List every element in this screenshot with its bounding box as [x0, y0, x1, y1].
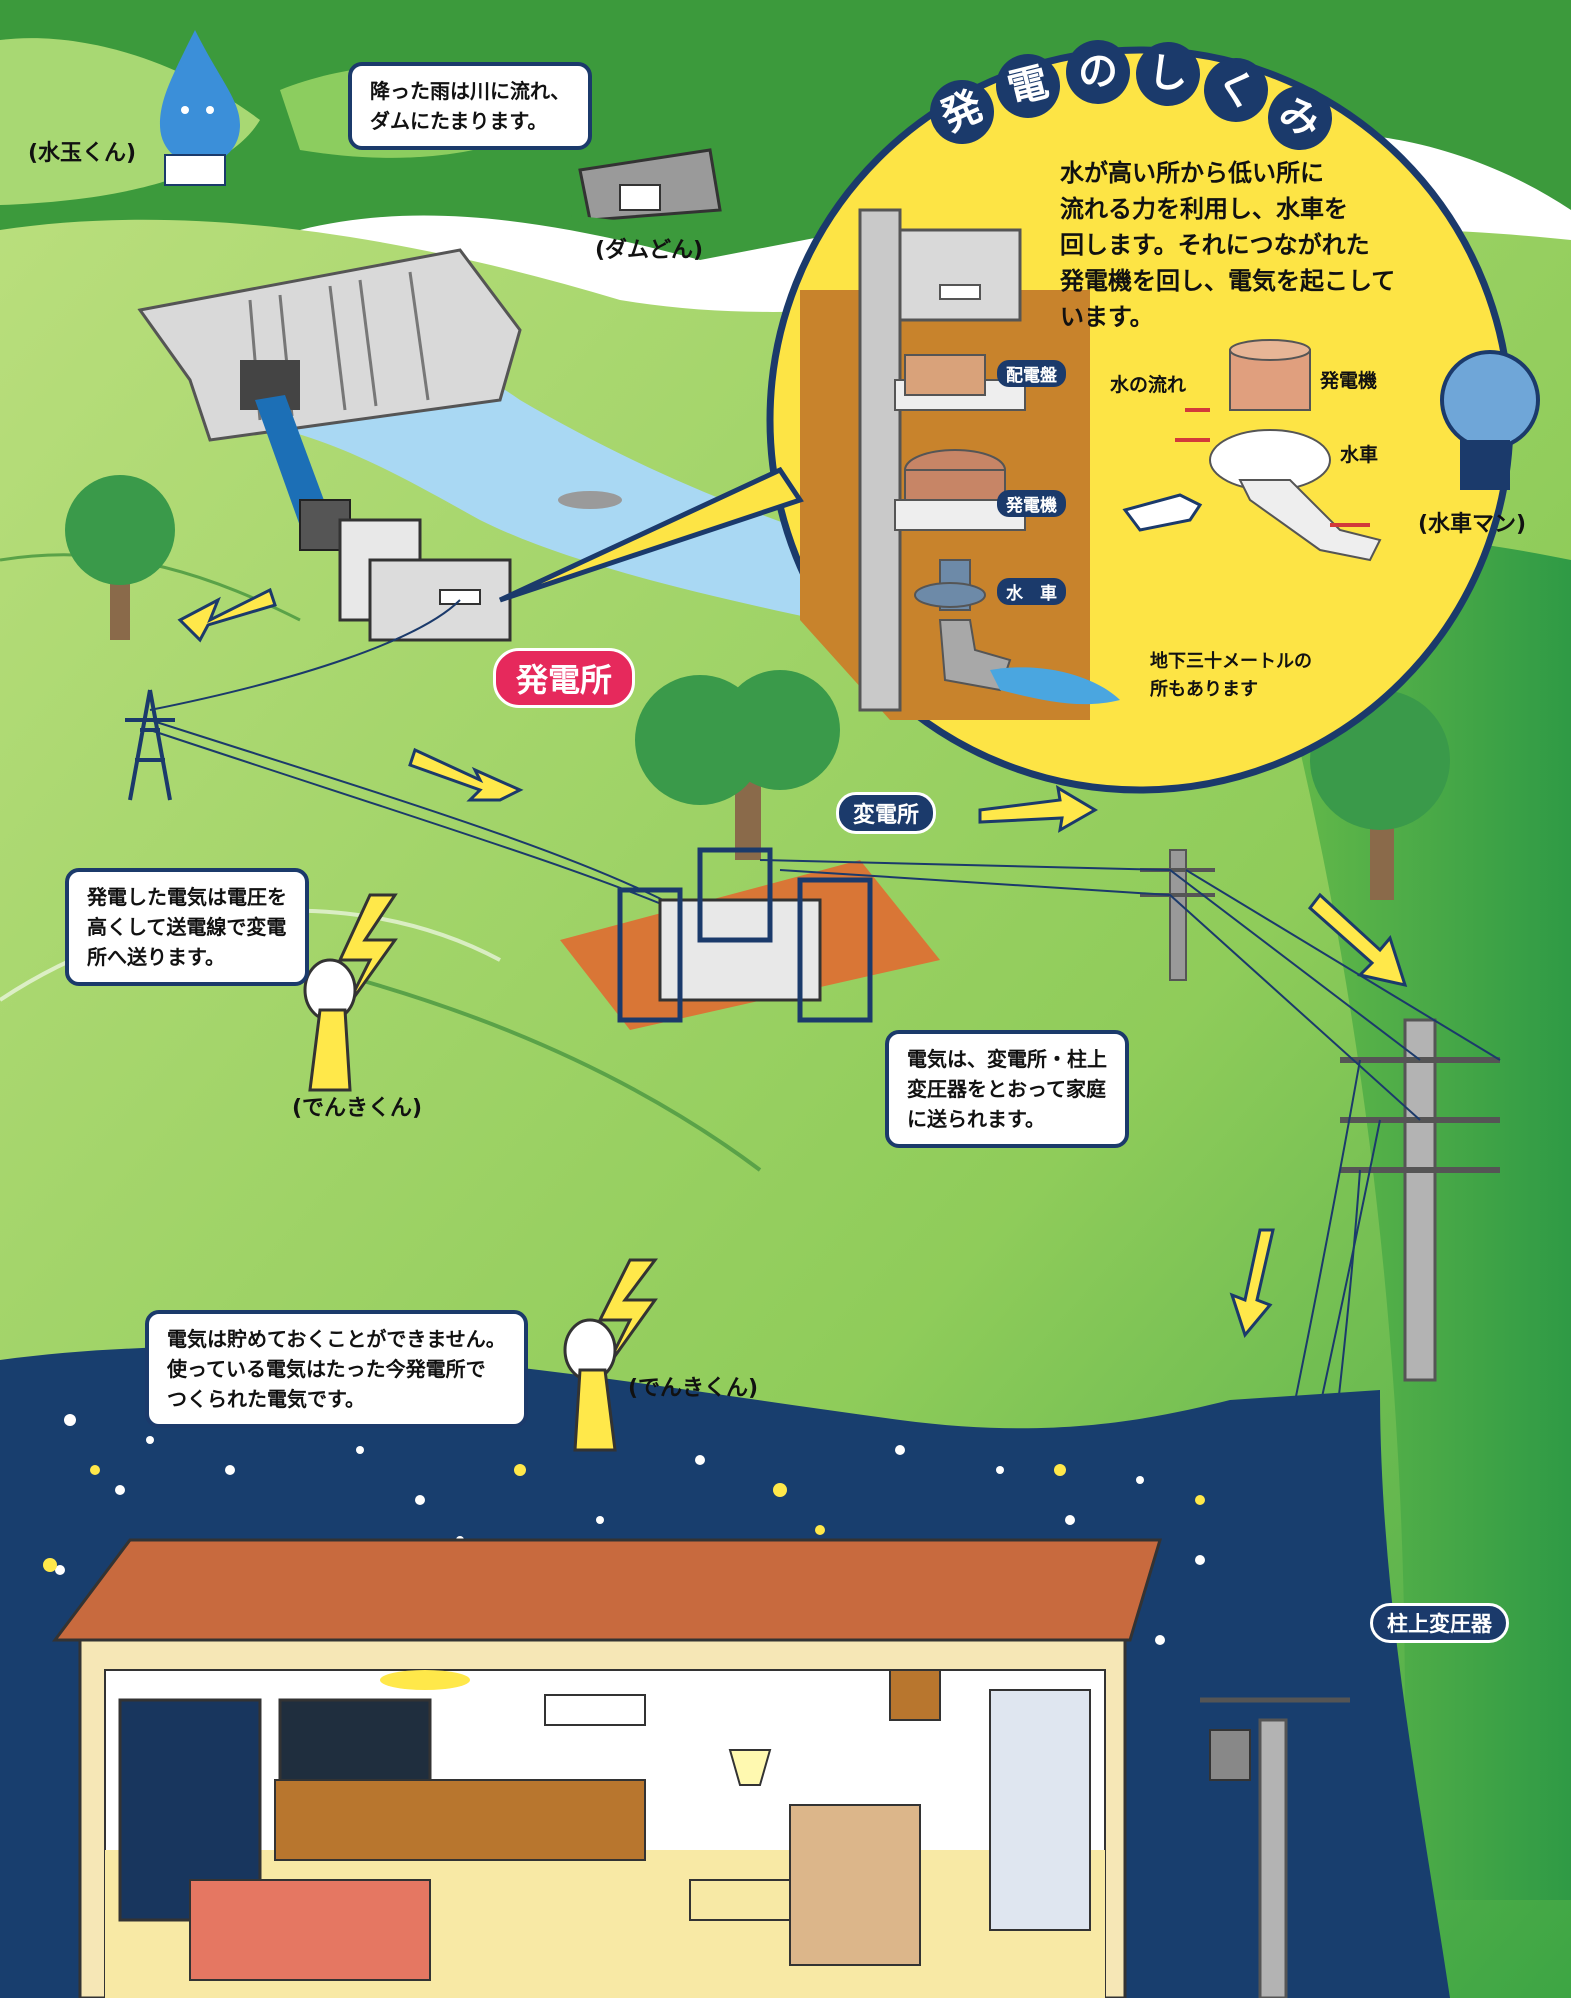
pole-transformer — [1200, 1697, 1350, 1998]
utility-pole-large — [1340, 1018, 1500, 1382]
stars — [55, 1414, 1205, 1645]
label-denki-2: (でんきくん) — [628, 1376, 759, 1401]
underground-note-line: 地下三十メートルの — [1150, 651, 1312, 672]
mechanism-title: 発 電 の し く み — [919, 37, 1350, 161]
bubble-rain: 降った雨は川に流れ、 ダムにたまります。 — [348, 62, 593, 150]
mechanism-panel — [766, 46, 1540, 794]
bubble-distribution-line: 電気は、変電所・柱上 — [907, 1047, 1107, 1071]
label-diagram-generator: 発電機 — [1320, 370, 1378, 392]
mechanism-title-char: み — [1257, 75, 1343, 161]
tree-substation — [635, 670, 840, 860]
label-water-flow: 水の流れ — [1110, 374, 1187, 396]
bubble-distribution-line: に送られます。 — [907, 1107, 1045, 1131]
tree-left — [65, 475, 175, 640]
label-denki-1: (でんきくん) — [292, 1096, 423, 1121]
label-power-station: 発電所 — [493, 648, 636, 708]
fish — [558, 491, 622, 509]
underground-note-line: 所もあります — [1150, 679, 1258, 700]
power-station-building — [338, 518, 512, 642]
mechanism-title-char: 発 — [919, 69, 1005, 155]
bubble-storage-line: 電気は貯めておくことができません。 — [167, 1327, 506, 1351]
label-waterwheel-man: (水車マン) — [1418, 512, 1527, 537]
bubble-distribution: 電気は、変電所・柱上 変圧器をとおって家庭 に送られます。 — [885, 1030, 1129, 1148]
flow-arrows — [177, 587, 1408, 1339]
bubble-storage-line: つくられた電気です。 — [167, 1387, 365, 1411]
bubble-distribution-line: 変圧器をとおって家庭 — [907, 1077, 1106, 1101]
bubble-storage-line: 使っている電気はたった今発電所で — [167, 1357, 486, 1381]
mechanism-description-line: 流れる力を利用し、水車を — [1060, 195, 1348, 223]
label-substation: 変電所 — [836, 792, 937, 834]
bubble-transmission-line: 発電した電気は電圧を — [87, 885, 287, 909]
mechanism-description-line: 水が高い所から低い所に — [1060, 159, 1324, 187]
label-water-drop: (水玉くん) — [28, 141, 137, 166]
tag-switchboard: 配電盤 — [997, 360, 1066, 387]
mechanism-title-char: 電 — [989, 47, 1067, 125]
bubble-transmission: 発電した電気は電圧を 高くして送電線で変電 所へ送ります。 — [65, 868, 309, 986]
mechanism-description-line: います。 — [1060, 303, 1154, 331]
house — [52, 1538, 1163, 1998]
bubble-rain-line: 降った雨は川に流れ、 — [370, 79, 571, 103]
mechanism-pointer — [498, 466, 804, 603]
bubble-transmission-line: 所へ送ります。 — [87, 945, 225, 969]
bubble-storage: 電気は貯めておくことができません。 使っている電気はたった今発電所で つくられた… — [145, 1310, 528, 1428]
dam-character — [570, 148, 735, 236]
mechanism-title-char: し — [1132, 38, 1204, 110]
label-diagram-turbine: 水車 — [1340, 444, 1379, 466]
bubble-transmission-line: 高くして送電線で変電 — [87, 915, 287, 939]
tag-turbine: 水 車 — [997, 578, 1066, 605]
substation — [560, 847, 940, 1030]
label-pole-transformer: 柱上変圧器 — [1370, 1603, 1509, 1643]
transmission-tower — [125, 689, 175, 801]
mechanism-description: 水が高い所から低い所に 流れる力を利用し、水車を 回します。それにつながれた 発… — [1060, 155, 1395, 335]
tag-generator: 発電機 — [997, 490, 1066, 517]
label-dam: (ダムどん) — [595, 238, 704, 263]
mechanism-description-line: 回します。それにつながれた — [1060, 231, 1370, 259]
mechanism-title-char: く — [1196, 50, 1276, 130]
mechanism-description-line: 発電機を回し、電気を起こして — [1060, 267, 1396, 295]
denki-character-2 — [563, 1258, 658, 1452]
water-drop-character — [160, 30, 240, 186]
mechanism-title-char: の — [1063, 37, 1133, 107]
denki-character-1 — [303, 893, 398, 1092]
underground-note: 地下三十メートルの 所もあります — [1150, 648, 1312, 704]
bubble-rain-line: ダムにたまります。 — [370, 109, 548, 133]
dam-wall — [137, 248, 522, 442]
